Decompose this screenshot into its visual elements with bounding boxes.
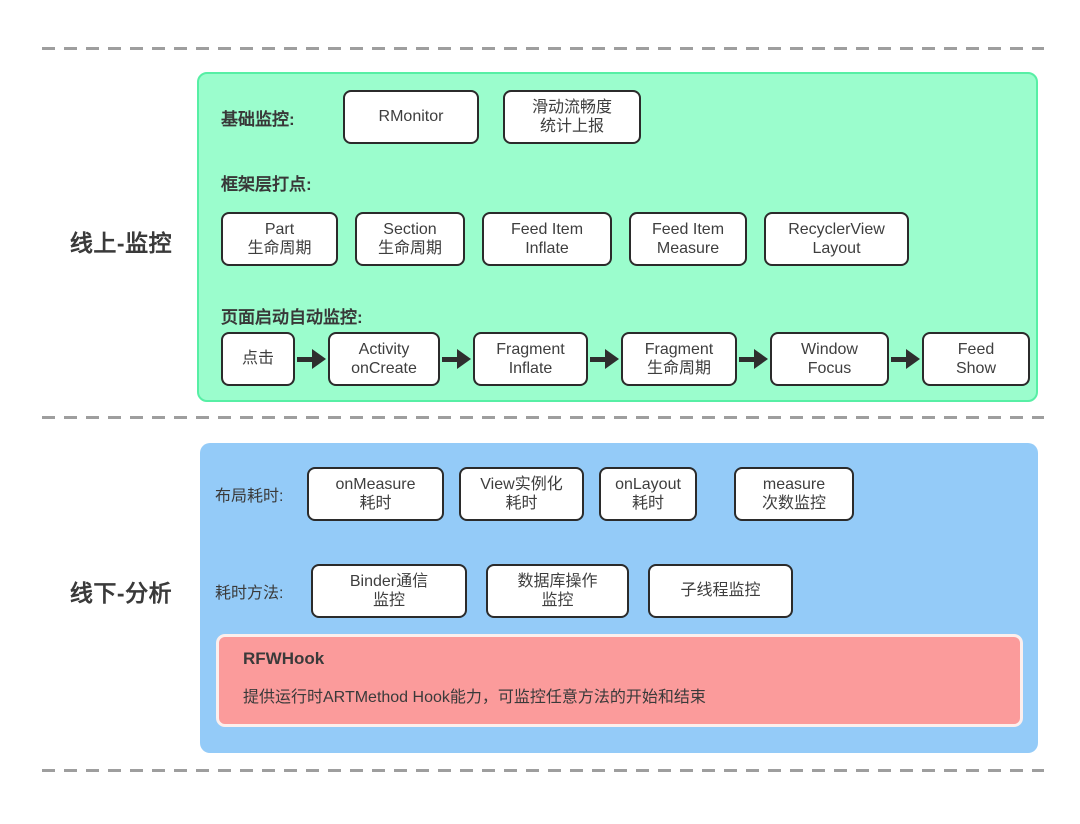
- node-fragment-inflate: Fragment Inflate: [473, 332, 588, 386]
- node-measure-count-monitor: measure 次数监控: [734, 467, 854, 521]
- divider-bottom: [42, 769, 1044, 772]
- node-fragment-lifecycle: Fragment 生命周期: [621, 332, 737, 386]
- frame-tracking-row: Part 生命周期 Section 生命周期 Feed Item Inflate…: [221, 212, 1036, 266]
- rfwhook-description: 提供运行时ARTMethod Hook能力，可监控任意方法的开始和结束: [243, 689, 706, 706]
- node-activity-oncreate: Activity onCreate: [328, 332, 440, 386]
- node-section-lifecycle: Section 生命周期: [355, 212, 465, 266]
- node-onmeasure-time: onMeasure 耗时: [307, 467, 444, 521]
- section-label-offline: 线下-分析: [69, 580, 173, 606]
- node-subthread-monitor: 子线程监控: [648, 564, 793, 618]
- node-feed-item-measure: Feed Item Measure: [629, 212, 747, 266]
- node-onlayout-time: onLayout 耗时: [599, 467, 697, 521]
- arrow-right-icon: [297, 349, 326, 369]
- node-feed-show: Feed Show: [922, 332, 1030, 386]
- node-part-lifecycle: Part 生命周期: [221, 212, 338, 266]
- rfwhook-title: RFWHook: [243, 649, 325, 668]
- node-rmonitor: RMonitor: [343, 90, 479, 144]
- auto-monitor-label: 页面启动自动监控:: [221, 308, 363, 327]
- slow-methods-label: 耗时方法:: [215, 585, 284, 602]
- node-scroll-fluency-report: 滑动流畅度 统计上报: [503, 90, 641, 144]
- node-window-focus: Window Focus: [770, 332, 889, 386]
- divider-middle: [42, 416, 1044, 419]
- basic-monitor-row: 基础监控: RMonitor 滑动流畅度 统计上报: [221, 90, 1036, 144]
- rfwhook-card: RFWHook 提供运行时ARTMethod Hook能力，可监控任意方法的开始…: [216, 634, 1023, 727]
- online-panel: 基础监控: RMonitor 滑动流畅度 统计上报 框架层打点: Part 生命…: [197, 72, 1038, 402]
- node-click: 点击: [221, 332, 295, 386]
- section-label-online: 线上-监控: [69, 230, 173, 256]
- node-feed-item-inflate: Feed Item Inflate: [482, 212, 612, 266]
- startup-flow-row: 点击 Activity onCreate Fragment Inflate Fr…: [221, 332, 1036, 386]
- layout-time-row: 布局耗时: onMeasure 耗时 View实例化 耗时 onLayout 耗…: [215, 467, 1038, 521]
- node-database-monitor: 数据库操作 监控: [486, 564, 629, 618]
- divider-top: [42, 47, 1044, 50]
- arrow-right-icon: [590, 349, 619, 369]
- layout-time-label: 布局耗时:: [215, 488, 284, 505]
- node-view-instantiation-time: View实例化 耗时: [459, 467, 584, 521]
- slow-methods-row: 耗时方法: Binder通信 监控 数据库操作 监控 子线程监控: [215, 564, 1038, 618]
- basic-monitor-label: 基础监控:: [221, 109, 295, 129]
- offline-panel: 布局耗时: onMeasure 耗时 View实例化 耗时 onLayout 耗…: [200, 443, 1038, 753]
- frame-tracking-label: 框架层打点:: [221, 175, 312, 194]
- node-binder-monitor: Binder通信 监控: [311, 564, 467, 618]
- arrow-right-icon: [442, 349, 471, 369]
- arrow-right-icon: [891, 349, 920, 369]
- node-recyclerview-layout: RecyclerView Layout: [764, 212, 909, 266]
- arrow-right-icon: [739, 349, 768, 369]
